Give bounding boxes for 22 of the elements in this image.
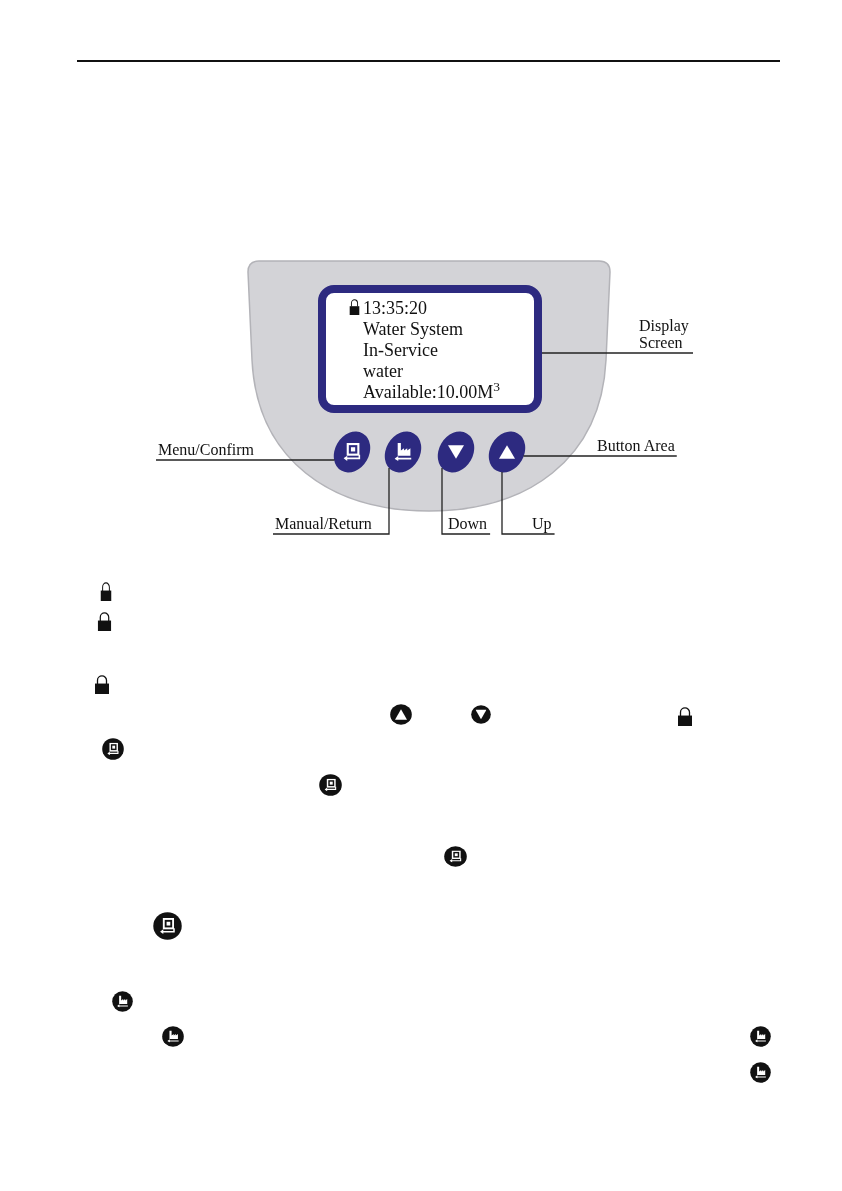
callout-label: Down — [448, 515, 488, 532]
screen-text: Water System — [363, 319, 465, 340]
manual-return-button — [384, 431, 422, 473]
callout-label: Button Area — [597, 437, 675, 454]
leader-line — [272, 467, 390, 535]
leader-line — [441, 467, 491, 535]
menu-button — [333, 431, 371, 473]
leader-line — [501, 471, 556, 535]
screen-text: 13:35:20 — [363, 298, 428, 319]
leader-line — [155, 459, 336, 461]
screen-text: water — [363, 361, 404, 382]
down-button — [437, 431, 475, 473]
up-button — [488, 431, 526, 473]
callout-label: Display Screen — [639, 317, 691, 351]
callout-label: Up — [532, 515, 552, 532]
leader-line — [522, 455, 678, 457]
display-screen — [318, 285, 542, 413]
leader-line — [541, 352, 694, 354]
screen-text: Available:10.00M$^{3}$ — [363, 382, 500, 403]
callout-label: Menu/Confirm — [158, 441, 254, 458]
screen-text: In-Service — [363, 340, 439, 361]
callout-label: Manual/Return — [275, 515, 372, 532]
